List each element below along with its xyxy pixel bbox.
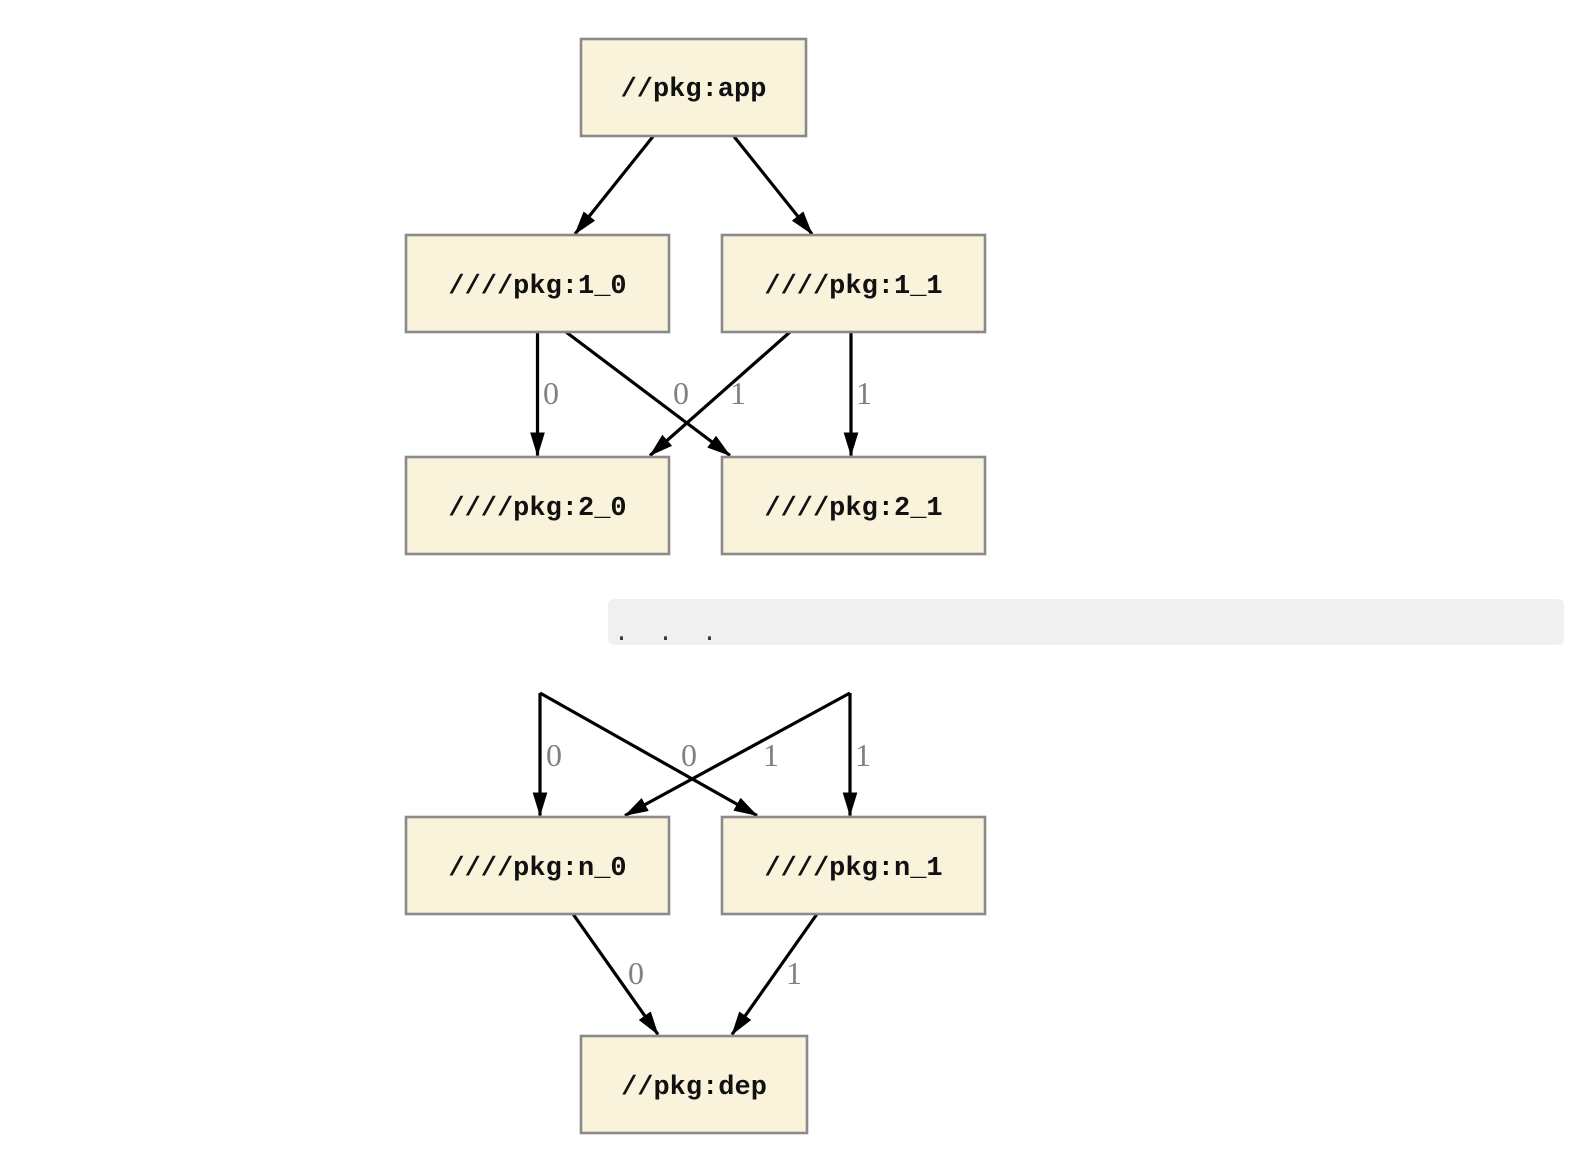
ellipsis-background: [608, 599, 1564, 645]
node-dep: //pkg:dep: [579, 1034, 809, 1135]
edge-n-1-to-dep: [730, 913, 819, 1036]
node-dep-label: //pkg:dep: [621, 1073, 767, 1103]
edge-label-prev-to-n-0-cross: 1: [763, 737, 779, 773]
node-2-0-label: ////pkg:2_0: [448, 494, 626, 524]
node-n-0-label: ////pkg:n_0: [448, 854, 626, 884]
node-n-0-box: [404, 815, 671, 916]
edge-1-1-to-2-0: [648, 330, 792, 457]
node-app-label: //pkg:app: [621, 75, 767, 105]
node-n-0: ////pkg:n_0: [404, 815, 671, 916]
node-2-1-label: ////pkg:2_1: [764, 494, 942, 524]
ellipsis-block: . . .: [608, 599, 1564, 648]
node-2-1: ////pkg:2_1: [720, 455, 987, 556]
edge-1-0-to-2-1: [565, 330, 731, 457]
edge-n-0-to-dep: [571, 913, 660, 1036]
edge-app-to-1-0: [573, 135, 655, 235]
node-app: //pkg:app: [579, 37, 808, 138]
edge-label-1-1-to-2-1: 1: [856, 375, 872, 411]
node-1-0: ////pkg:1_0: [404, 233, 671, 334]
node-2-0: ////pkg:2_0: [404, 455, 671, 556]
node-n-1-label: ////pkg:n_1: [764, 854, 942, 884]
edge-label-n-0-to-dep: 0: [628, 955, 644, 991]
node-n-1: ////pkg:n_1: [720, 815, 987, 916]
edge-label-prev-to-n-0-straight: 0: [546, 737, 562, 773]
node-n-1-box: [720, 815, 987, 916]
edge-label-1-0-to-2-1: 0: [673, 375, 689, 411]
node-1-1: ////pkg:1_1: [720, 233, 987, 334]
node-app-box: [579, 37, 808, 138]
node-1-1-label: ////pkg:1_1: [764, 272, 942, 302]
node-2-0-box: [404, 455, 671, 556]
node-2-1-box: [720, 455, 987, 556]
edge-label-n-1-to-dep: 1: [786, 955, 802, 991]
node-1-0-label: ////pkg:1_0: [448, 272, 626, 302]
ellipsis-text: . . .: [614, 619, 724, 648]
edge-label-prev-to-n-1-straight: 1: [855, 737, 871, 773]
node-1-0-box: [404, 233, 671, 334]
edge-label-1-0-to-2-0: 0: [543, 375, 559, 411]
edge-label-1-1-to-2-0: 1: [730, 375, 746, 411]
edge-label-prev-to-n-1-cross: 0: [681, 737, 697, 773]
edge-app-to-1-1: [732, 135, 814, 235]
node-1-1-box: [720, 233, 987, 334]
edge-prev-to-n-0-cross: [624, 691, 851, 817]
node-dep-box: [579, 1034, 809, 1135]
edge-prev-to-n-1-cross: [539, 691, 758, 817]
